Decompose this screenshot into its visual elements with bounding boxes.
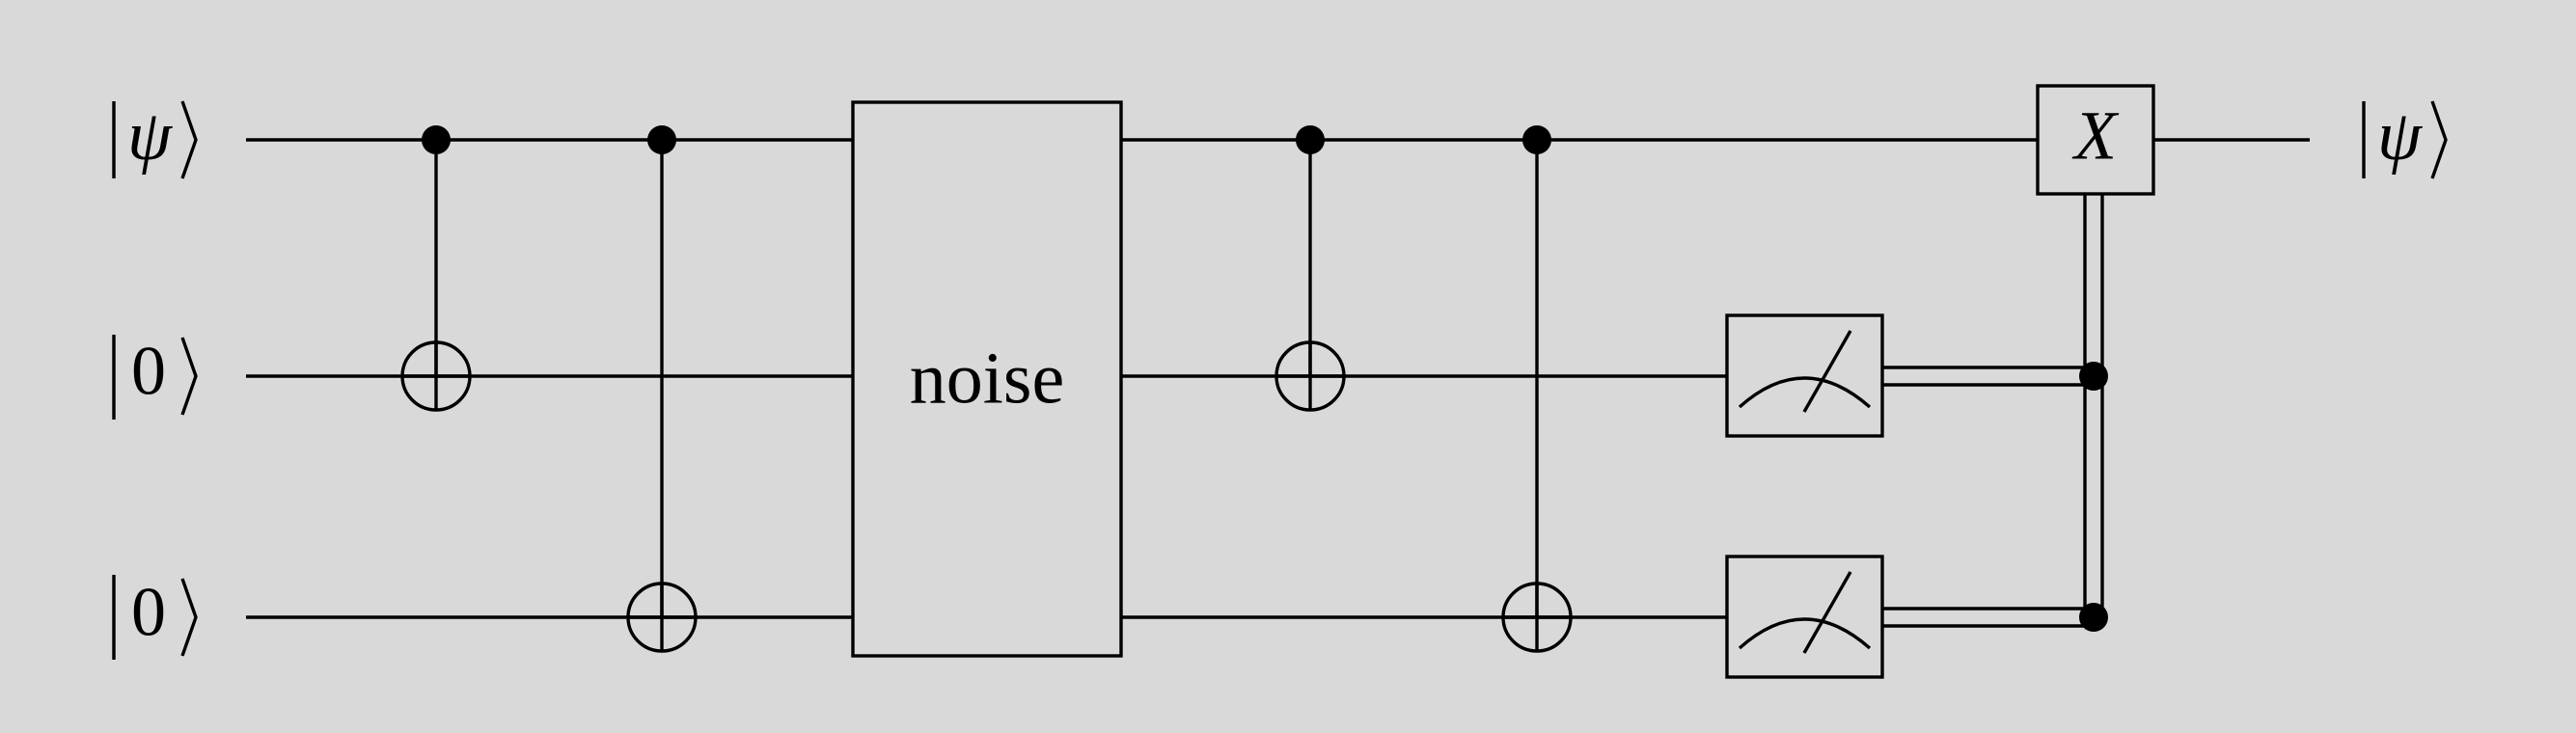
noise-label: noise bbox=[910, 338, 1064, 419]
control-dot-3 bbox=[1296, 125, 1325, 154]
input-ket-1: 0 bbox=[112, 333, 198, 420]
decoding-cnots bbox=[1274, 125, 1573, 653]
input-ket-0: ψ bbox=[112, 96, 198, 179]
target-xor-3 bbox=[1274, 340, 1346, 412]
noise-gate: noise bbox=[851, 100, 1123, 658]
meter-icon bbox=[1738, 376, 1872, 409]
qubit-wires bbox=[246, 138, 2310, 619]
target-xor-2 bbox=[626, 582, 698, 653]
output-state-0: ψ bbox=[2377, 96, 2424, 176]
classical-control-dot-1 bbox=[2079, 362, 2108, 391]
output-ket-0: ψ bbox=[2362, 96, 2448, 179]
classical-wires bbox=[1882, 194, 2104, 628]
measurement-meter-2 bbox=[1725, 555, 1884, 679]
meter-icon bbox=[1738, 617, 1872, 650]
classical-control-dot-2 bbox=[2079, 603, 2108, 632]
control-dot-4 bbox=[1522, 125, 1551, 154]
input-ket-2: 0 bbox=[112, 574, 198, 660]
control-dot-2 bbox=[647, 125, 676, 154]
input-state-1: 0 bbox=[131, 333, 166, 410]
measurement-meter-1 bbox=[1725, 313, 1884, 438]
target-xor-4 bbox=[1501, 582, 1573, 653]
control-dot-1 bbox=[422, 125, 451, 154]
encoding-cnots bbox=[400, 125, 698, 653]
target-xor-1 bbox=[400, 340, 472, 412]
input-state-0: ψ bbox=[127, 96, 174, 176]
correction-x-gate: X bbox=[2036, 84, 2155, 196]
x-gate-label: X bbox=[2071, 97, 2120, 175]
input-state-2: 0 bbox=[131, 574, 166, 651]
